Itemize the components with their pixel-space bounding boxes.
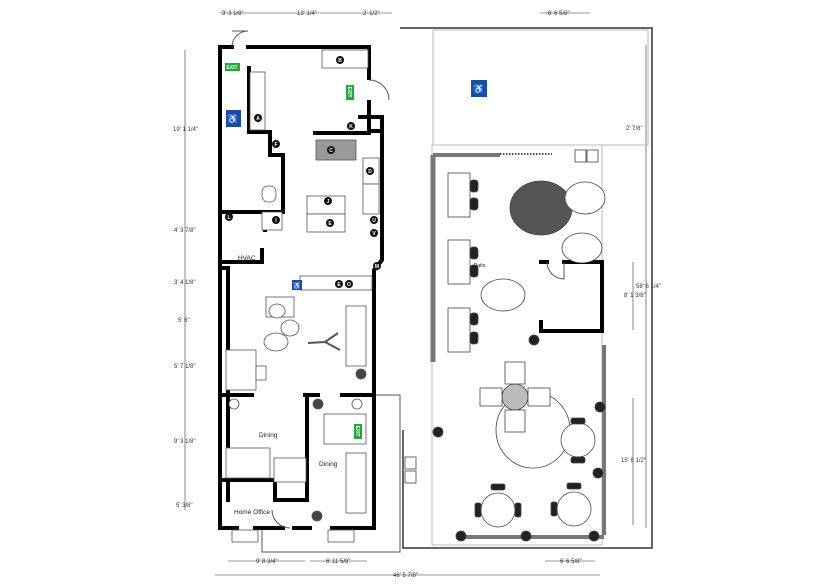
exit-sign: EXIT [354,424,362,439]
dim-right-3: 8' 1 3/8" [624,293,646,299]
chair [504,409,526,433]
marker-f: F [272,140,280,148]
dim-bottom-2: 6' 11 5/8" [326,559,351,565]
svg-text:EXIT: EXIT [346,86,352,97]
dim-left-1: 19' 1 1/4" [173,127,198,133]
dim-left-3: 3' 4 1/8" [174,280,196,286]
side-door[interactable] [368,79,390,101]
tree [561,232,603,264]
exit-sign: EXIT [346,85,354,100]
marker-l: L [225,213,233,221]
svg-text:V: V [372,231,376,237]
svg-text:M: M [375,264,379,270]
svg-text:A: A [256,116,260,122]
svg-text:F: F [274,142,277,148]
chair [504,361,526,385]
svg-text:L: L [227,215,230,221]
svg-text:K: K [349,124,353,130]
dim-left-7: 5' 3/8" [176,503,193,509]
dim-top-left: 3' 3 1/8" [222,11,244,17]
dim-bottom-total: 46' 5 7/8" [393,573,418,579]
dim-top-right: 2' 1/2" [363,11,380,17]
office-door[interactable] [271,509,291,529]
marker-i: I [272,216,280,224]
dim-bottom-1: 9' 8 3/4" [256,559,278,565]
svg-text:O: O [347,282,351,288]
tree [480,278,526,312]
chair [479,387,503,407]
dim-left-2: 4' 3 7/8" [174,228,196,234]
exit-sign: EXIT [225,63,240,71]
dim-right-2: 58' 6 1/4" [636,284,661,290]
marker-d: D [366,167,374,175]
svg-text:J: J [327,199,330,205]
svg-text:B: B [338,58,342,64]
svg-text:♿: ♿ [293,281,302,290]
dim-top-patio: 6' 6 5/8" [548,11,570,17]
room-label-dining-left: Dining [259,432,278,439]
round-table [556,491,592,527]
marker-c: C [327,146,335,154]
svg-text:D: D [368,169,372,175]
svg-text:♿: ♿ [473,83,484,94]
svg-text:E: E [328,221,332,227]
dim-left-6: 9' 3 1/8" [174,439,196,445]
dim-right-4: 15' 6 1/2" [621,458,646,464]
wheelchair-icon: ♿ [292,280,302,290]
marker-v: V [370,229,378,237]
wheelchair-icon: ♿ [471,80,487,97]
round-table [480,492,516,528]
dim-left-4: 5' 6" [178,318,190,324]
svg-text:U: U [372,218,376,224]
tree [564,181,606,215]
svg-text:EXIT: EXIT [226,65,237,71]
svg-text:C: C [329,148,333,154]
dim-right-1: 2' 7/8" [626,126,643,132]
marker-o: O [345,280,353,288]
svg-text:EXIT: EXIT [354,425,360,436]
shrub [509,180,573,236]
dim-left-5: 5' 7 1/8" [174,364,196,370]
room-label-dining-right: Dining [319,461,338,468]
chair [527,387,551,407]
lounge-table [447,172,471,218]
marker-b: B [336,56,344,64]
interior-furniture [225,49,380,543]
svg-text:♿: ♿ [227,113,238,124]
room-label-home-office: Home Office [234,509,270,516]
entry-door[interactable] [231,30,249,48]
dim-top-mid: 13' 1/4" [297,11,317,17]
dimension-lines [184,12,647,576]
patio-furniture [404,149,606,542]
marker-a: A [254,114,262,122]
round-table [560,422,596,458]
patio-door[interactable] [546,261,565,280]
svg-text:E: E [337,282,341,288]
building-walls [218,30,390,530]
dim-bottom-patio: 6' 6 5/8" [560,559,582,565]
dimension-labels: 3' 3 1/8" 13' 1/4" 2' 1/2" 6' 6 5/8" 19'… [173,11,661,579]
lounge-table [447,239,471,285]
svg-text:I: I [275,218,277,224]
marker-k: K [347,122,355,130]
round-table [501,383,529,411]
marker-e: E [326,219,334,227]
room-label-hvac: HVAC [238,255,256,262]
room-label-patio: Patio [474,263,486,269]
wheelchair-icon: ♿ [226,110,241,127]
marker-j: J [324,197,332,205]
patio-boundary [261,27,653,553]
marker-m: M [373,262,381,270]
lounge-table [447,307,471,353]
marker-e2: E [335,280,343,288]
marker-u: U [370,216,378,224]
